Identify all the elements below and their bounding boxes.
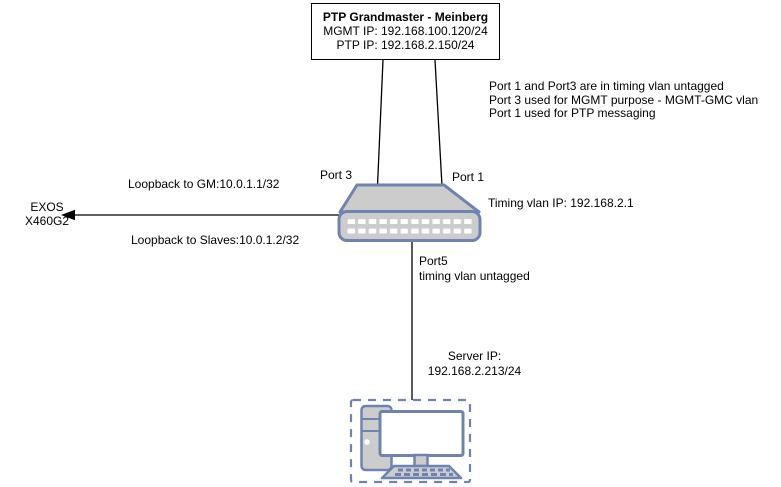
note-line-1: Port 1 and Port3 are in timing vlan unta… (489, 79, 724, 93)
note-line-2: Port 3 used for MGMT purpose - MGMT-GMC … (489, 92, 759, 107)
grandmaster-title: PTP Grandmaster - Meinberg (322, 10, 489, 24)
port5-label: Port5 (419, 254, 448, 268)
grandmaster-mgmt-ip: MGMT IP: 192.168.100.120/24 (323, 24, 488, 38)
grandmaster-ptp-ip: PTP IP: 192.168.2.150/24 (336, 38, 475, 52)
port1-label: Port 1 (452, 170, 485, 184)
exos-model-line1: EXOS (30, 200, 64, 214)
loopback-slaves-label: Loopback to Slaves:10.0.1.2/32 (131, 233, 300, 247)
server-ip-value: 192.168.2.213/24 (427, 364, 522, 378)
server-ip-label: Server IP: (447, 349, 502, 363)
server-ip-block: Server IP: 192.168.2.213/24 (412, 349, 537, 379)
switch-top-face (338, 183, 481, 214)
monitor-screen (378, 410, 465, 457)
connector-gm-port3 (376, 59, 384, 187)
keyboard (380, 464, 463, 480)
exos-device-label: EXOS X460G2 (7, 200, 87, 228)
notes-block: Port 1 and Port3 are in timing vlan unta… (489, 79, 759, 121)
monitor-stand (413, 453, 429, 468)
server-boundary-dashed-box (349, 398, 472, 484)
loopback-gm-label: Loopback to GM:10.0.1.1/32 (128, 177, 280, 191)
computer-icon (360, 404, 465, 480)
connector-gm-port1 (434, 59, 443, 187)
note-line-3: Port 1 used for PTP messaging (489, 106, 656, 120)
port5-note: timing vlan untagged (419, 269, 530, 283)
switch-icon (337, 183, 482, 242)
exos-model-line2: X460G2 (24, 214, 70, 228)
grandmaster-node: PTP Grandmaster - Meinberg MGMT IP: 192.… (311, 3, 500, 60)
port5-label-block: Port5 timing vlan untagged (419, 254, 530, 284)
tower-power-led (364, 439, 370, 445)
arrowhead-left-icon (61, 209, 75, 221)
switch-ports-grid (347, 217, 473, 236)
timing-vlan-ip-label: Timing vlan IP: 192.168.2.1 (488, 196, 634, 210)
port3-label: Port 3 (320, 168, 353, 182)
